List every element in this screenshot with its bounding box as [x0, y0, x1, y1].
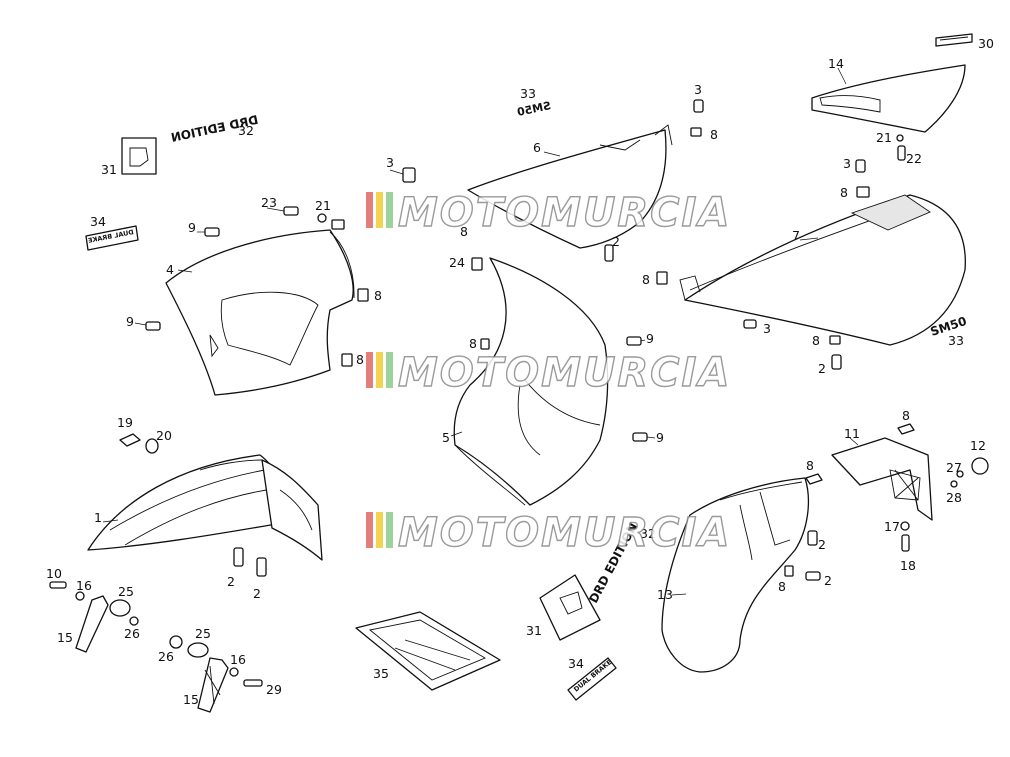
part-13-rear-mudguard: [661, 477, 810, 673]
callout-8h: 8: [356, 352, 364, 367]
callout-21a: 21: [315, 198, 331, 213]
callout-30: 30: [978, 36, 994, 51]
callout-8f: 8: [469, 336, 477, 351]
watermark-lower: MOTOMURCIA: [366, 509, 731, 557]
callout-labels: 1 2 2 2 2 2 2 3 3 3 3 4 5 6 7 8 8 8 8 8 …: [46, 36, 994, 707]
callout-16a: 16: [76, 578, 92, 593]
decal-34-dual-brake-upper: DUAL BRAKE: [85, 225, 139, 251]
callout-20: 20: [156, 428, 172, 443]
hardware-small-parts: [49, 99, 989, 687]
decal-30-strip: [935, 33, 973, 47]
watermark-upper: MOTOMURCIA: [366, 189, 731, 237]
callout-22: 22: [906, 151, 922, 166]
callout-2e: 2: [818, 537, 826, 552]
callout-10: 10: [46, 566, 62, 581]
part-4-left-side-panel: [165, 229, 355, 396]
callout-33b: 33: [948, 333, 964, 348]
part-15-footrest-upper: [75, 595, 109, 653]
decal-31-logo-upper: [121, 137, 157, 175]
callout-3b: 3: [694, 82, 702, 97]
callout-32b: 32: [640, 526, 656, 541]
part-5-front-fairing: [453, 257, 609, 506]
callout-34b: 34: [568, 656, 584, 671]
callout-19: 19: [117, 415, 133, 430]
callout-11: 11: [844, 426, 860, 441]
callout-15b: 15: [183, 692, 199, 707]
callout-31b: 31: [526, 623, 542, 638]
callout-9d: 9: [656, 430, 664, 445]
callout-1: 1: [94, 510, 102, 525]
callout-8k: 8: [778, 579, 786, 594]
callout-2f: 2: [824, 573, 832, 588]
callout-5: 5: [442, 430, 450, 445]
callout-18: 18: [900, 558, 916, 573]
callout-8c: 8: [460, 224, 468, 239]
callout-3a: 3: [386, 155, 394, 170]
decal-31-logo-lower: [539, 574, 601, 641]
callout-9a: 9: [188, 220, 196, 235]
callout-2b: 2: [227, 574, 235, 589]
callout-28: 28: [946, 490, 962, 505]
part-7-tail-side-panel: [679, 194, 966, 346]
callout-26a: 26: [124, 626, 140, 641]
callout-27: 27: [946, 460, 962, 475]
part-1-front-mudguard: [87, 454, 323, 561]
callout-2d: 2: [818, 361, 826, 376]
callout-3d: 3: [763, 321, 771, 336]
callout-7: 7: [792, 228, 800, 243]
callout-34a: 34: [90, 214, 106, 229]
part-15-footrest-lower: [197, 657, 229, 713]
callout-31a: 31: [101, 162, 117, 177]
callout-9c: 9: [646, 331, 654, 346]
callout-8g: 8: [812, 333, 820, 348]
callout-15a: 15: [57, 630, 73, 645]
callout-21b: 21: [876, 130, 892, 145]
part-6-tank-cover: [467, 124, 673, 249]
part-11-plate-bracket: [831, 437, 933, 521]
callout-13: 13: [657, 587, 673, 602]
callout-17: 17: [884, 519, 900, 534]
callout-32a: 32: [238, 123, 254, 138]
callout-25b: 25: [195, 626, 211, 641]
callout-4: 4: [166, 262, 174, 277]
callout-8a: 8: [710, 127, 718, 142]
callout-29: 29: [266, 682, 282, 697]
callout-23: 23: [261, 195, 277, 210]
callout-9b: 9: [126, 314, 134, 329]
watermark-middle: MOTOMURCIA: [366, 349, 731, 397]
callout-8j: 8: [806, 458, 814, 473]
watermark-upper-text: MOTOMURCIA: [398, 190, 731, 236]
callout-2a: 2: [612, 234, 620, 249]
part-35-document-pouch: [355, 611, 501, 691]
callout-24: 24: [449, 255, 465, 270]
callout-8b: 8: [840, 185, 848, 200]
watermark-lower-text: MOTOMURCIA: [398, 510, 731, 556]
callout-14: 14: [828, 56, 844, 71]
callout-8e: 8: [642, 272, 650, 287]
callout-2c: 2: [253, 586, 261, 601]
callout-33a: 33: [520, 86, 536, 101]
watermark-middle-text: MOTOMURCIA: [398, 350, 731, 396]
callout-12: 12: [970, 438, 986, 453]
callout-35: 35: [373, 666, 389, 681]
callout-8d: 8: [374, 288, 382, 303]
callout-16b: 16: [230, 652, 246, 667]
callout-6: 6: [533, 140, 541, 155]
callout-8i: 8: [902, 408, 910, 423]
part-14-seat-cowl: [811, 64, 966, 133]
leader-lines: [102, 67, 859, 596]
callout-3c: 3: [843, 156, 851, 171]
callout-25a: 25: [118, 584, 134, 599]
decal-33-sm50-upper: SM50: [516, 99, 552, 119]
callout-26b: 26: [158, 649, 174, 664]
